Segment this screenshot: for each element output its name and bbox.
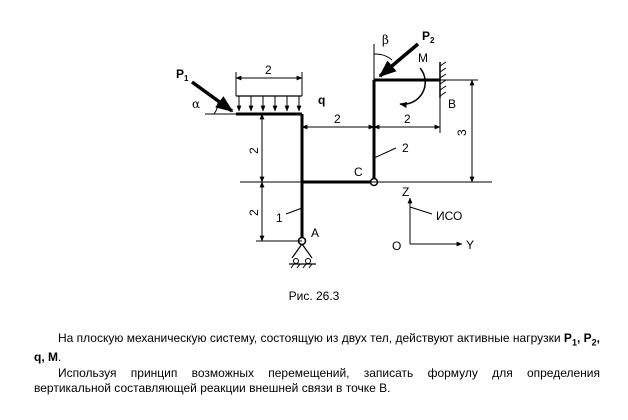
leader-body-1 xyxy=(285,207,303,215)
dim-right-span: 2 xyxy=(404,112,411,126)
problem-paragraph-1: На плоскую механическую систему, состоящ… xyxy=(34,331,600,364)
label-beta: β xyxy=(382,33,389,47)
label-q: q xyxy=(318,93,325,107)
dim-right-height: 3 xyxy=(455,129,469,136)
label-body-2: 2 xyxy=(402,141,409,155)
label-p1: P1 xyxy=(176,67,189,83)
body-2-frame xyxy=(372,78,440,182)
label-a: A xyxy=(311,226,319,240)
label-alpha: α xyxy=(192,97,200,111)
pin-support-a xyxy=(289,236,316,269)
problem-statement: На плоскую механическую систему, состоящ… xyxy=(34,331,600,395)
dim-mid-span: 2 xyxy=(334,112,341,126)
moment-m xyxy=(399,67,426,108)
dim-q-width: 2 xyxy=(265,63,272,77)
dim-lower-left-height: 2 xyxy=(247,209,261,216)
dimension-lines xyxy=(235,72,492,242)
frame-label-y: Y xyxy=(466,238,474,252)
frame-label-z: Z xyxy=(402,185,409,199)
problem-paragraph-2: Используя принцип возможных перемещений,… xyxy=(34,366,600,395)
label-body-1: 1 xyxy=(276,211,283,225)
dim-upper-left-height: 2 xyxy=(247,147,261,154)
mechanical-system-diagram: P1 P2 q M α β A B C 1 2 2 2 2 2 2 3 Z Y … xyxy=(176,29,492,269)
figure-caption: Рис. 26.3 xyxy=(288,289,340,303)
force-p2 xyxy=(373,42,420,80)
inertial-frame xyxy=(407,197,463,247)
leader-body-2 xyxy=(373,147,397,159)
label-p2: P2 xyxy=(422,29,435,45)
frame-label-iso: ИСО xyxy=(436,209,462,223)
frame-label-o: O xyxy=(392,239,401,253)
label-m: M xyxy=(418,51,428,65)
distributed-load-q xyxy=(236,95,302,112)
label-b: B xyxy=(448,97,456,111)
label-c: C xyxy=(354,165,363,179)
force-p1 xyxy=(190,80,236,115)
